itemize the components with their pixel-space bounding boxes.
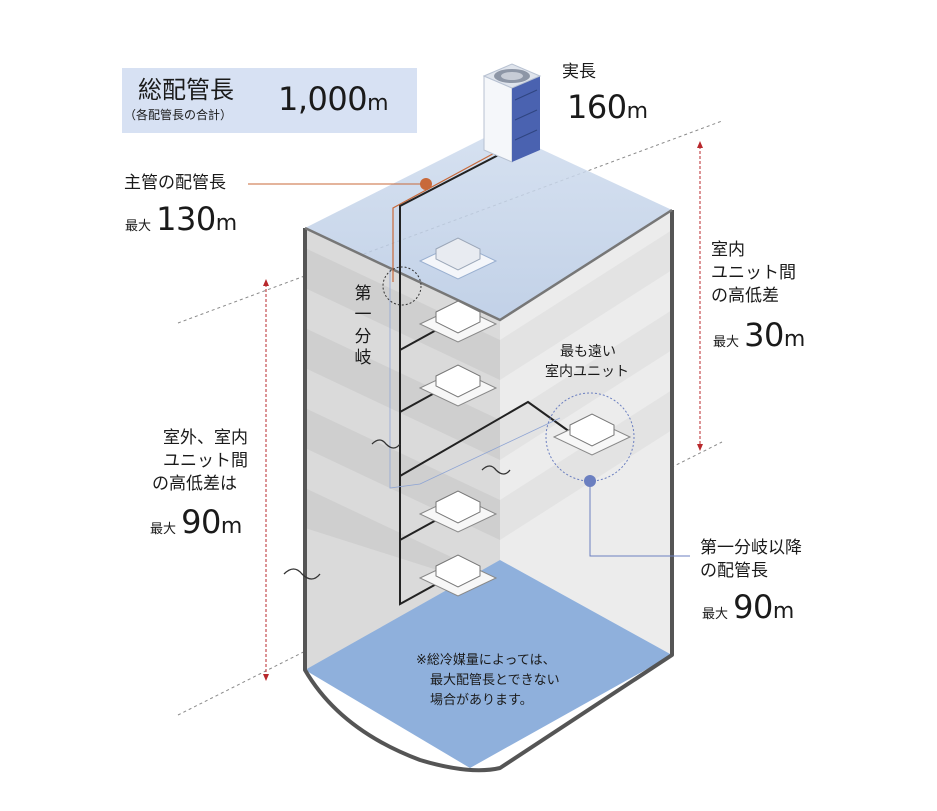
outdoor-indoor-height-line-1: 室外、室内 [163, 428, 248, 448]
break-marks [283, 439, 511, 580]
first-branch-char: 第 [354, 284, 372, 304]
indoor-unit [418, 300, 498, 343]
building-outline [303, 210, 674, 773]
total-length-box [122, 68, 417, 133]
actual-length-value-group: 160m [567, 88, 648, 126]
note-line-1: ※総冷媒量によっては、 [416, 653, 556, 668]
actual-length-label: 実長 [562, 62, 596, 82]
after-branch-value: 90 [733, 588, 773, 626]
main-pipe-label: 主管の配管長 [124, 173, 226, 193]
after-branch-value-group: 最大 90m [702, 588, 794, 626]
total-length-subtitle: （各配管長の合計） [124, 108, 233, 122]
after-branch-line-1: 第一分岐以降 [700, 538, 802, 558]
total-length-unit: m [367, 91, 389, 116]
indoor-height-line-2: ユニット間 [711, 263, 796, 283]
after-branch-indicator [584, 475, 690, 557]
indoor-unit-farthest [552, 413, 632, 456]
piping-footprint [389, 270, 561, 489]
outdoor-indoor-height-value-group: 最大 90m [150, 503, 242, 541]
total-length-value-group: 1,000m [278, 80, 389, 118]
indoor-unit [418, 490, 498, 533]
first-branch-char: 岐 [354, 347, 372, 368]
outdoor-indoor-height-value: 90 [181, 503, 221, 541]
total-length-value: 1,000 [278, 80, 368, 118]
indoor-unit [418, 554, 498, 597]
indoor-height-arrow [697, 141, 703, 451]
indoor-unit [418, 364, 498, 407]
first-branch-char: 一 [354, 305, 372, 326]
indoor-unit [418, 237, 498, 280]
roof-edge [304, 208, 673, 322]
outdoor-indoor-height-max-label: 最大 [150, 522, 177, 537]
farthest-unit-line-2: 室内ユニット [545, 364, 629, 380]
outdoor-indoor-height-arrow [263, 279, 269, 681]
total-length-title: 総配管長 [138, 76, 234, 104]
note-line-3: 場合があります。 [430, 693, 533, 708]
outdoor-indoor-height-line-2: ユニット間 [163, 451, 248, 471]
after-branch-max-label: 最大 [702, 607, 729, 622]
actual-length-unit: m [626, 99, 649, 124]
main-pipe-indicator [248, 149, 501, 282]
indoor-height-max-label: 最大 [713, 335, 740, 350]
first-branch-char: 分 [354, 326, 372, 347]
outdoor-indoor-height-line-3: の高低差は [152, 474, 237, 494]
main-pipe-unit: m [215, 211, 238, 236]
indoor-height-value: 30 [744, 316, 784, 354]
after-branch-line-2: の配管長 [700, 561, 768, 581]
main-pipe-value-group: 最大 130m [125, 200, 237, 238]
note-line-2: 最大配管長とできない [430, 673, 560, 688]
main-pipe-value: 130 [156, 200, 216, 238]
actual-length-value: 160 [567, 88, 627, 126]
main-pipe-max-label: 最大 [125, 219, 152, 234]
indoor-height-value-group: 最大 30m [713, 316, 805, 354]
after-branch-unit: m [772, 599, 795, 624]
indoor-height-unit: m [783, 327, 806, 352]
indoor-height-line-3: の高低差 [711, 286, 779, 306]
right-wall-stripes [500, 230, 672, 540]
first-branch-label: 第 一 分 岐 [353, 284, 373, 369]
roof [305, 130, 672, 320]
first-branch-marker [382, 266, 422, 306]
farthest-unit-line-1: 最も遠い [560, 344, 616, 360]
indoor-height-line-1: 室内 [711, 240, 745, 260]
floor [305, 560, 672, 768]
outdoor-indoor-height-unit: m [220, 514, 243, 539]
outdoor-unit [482, 63, 542, 163]
